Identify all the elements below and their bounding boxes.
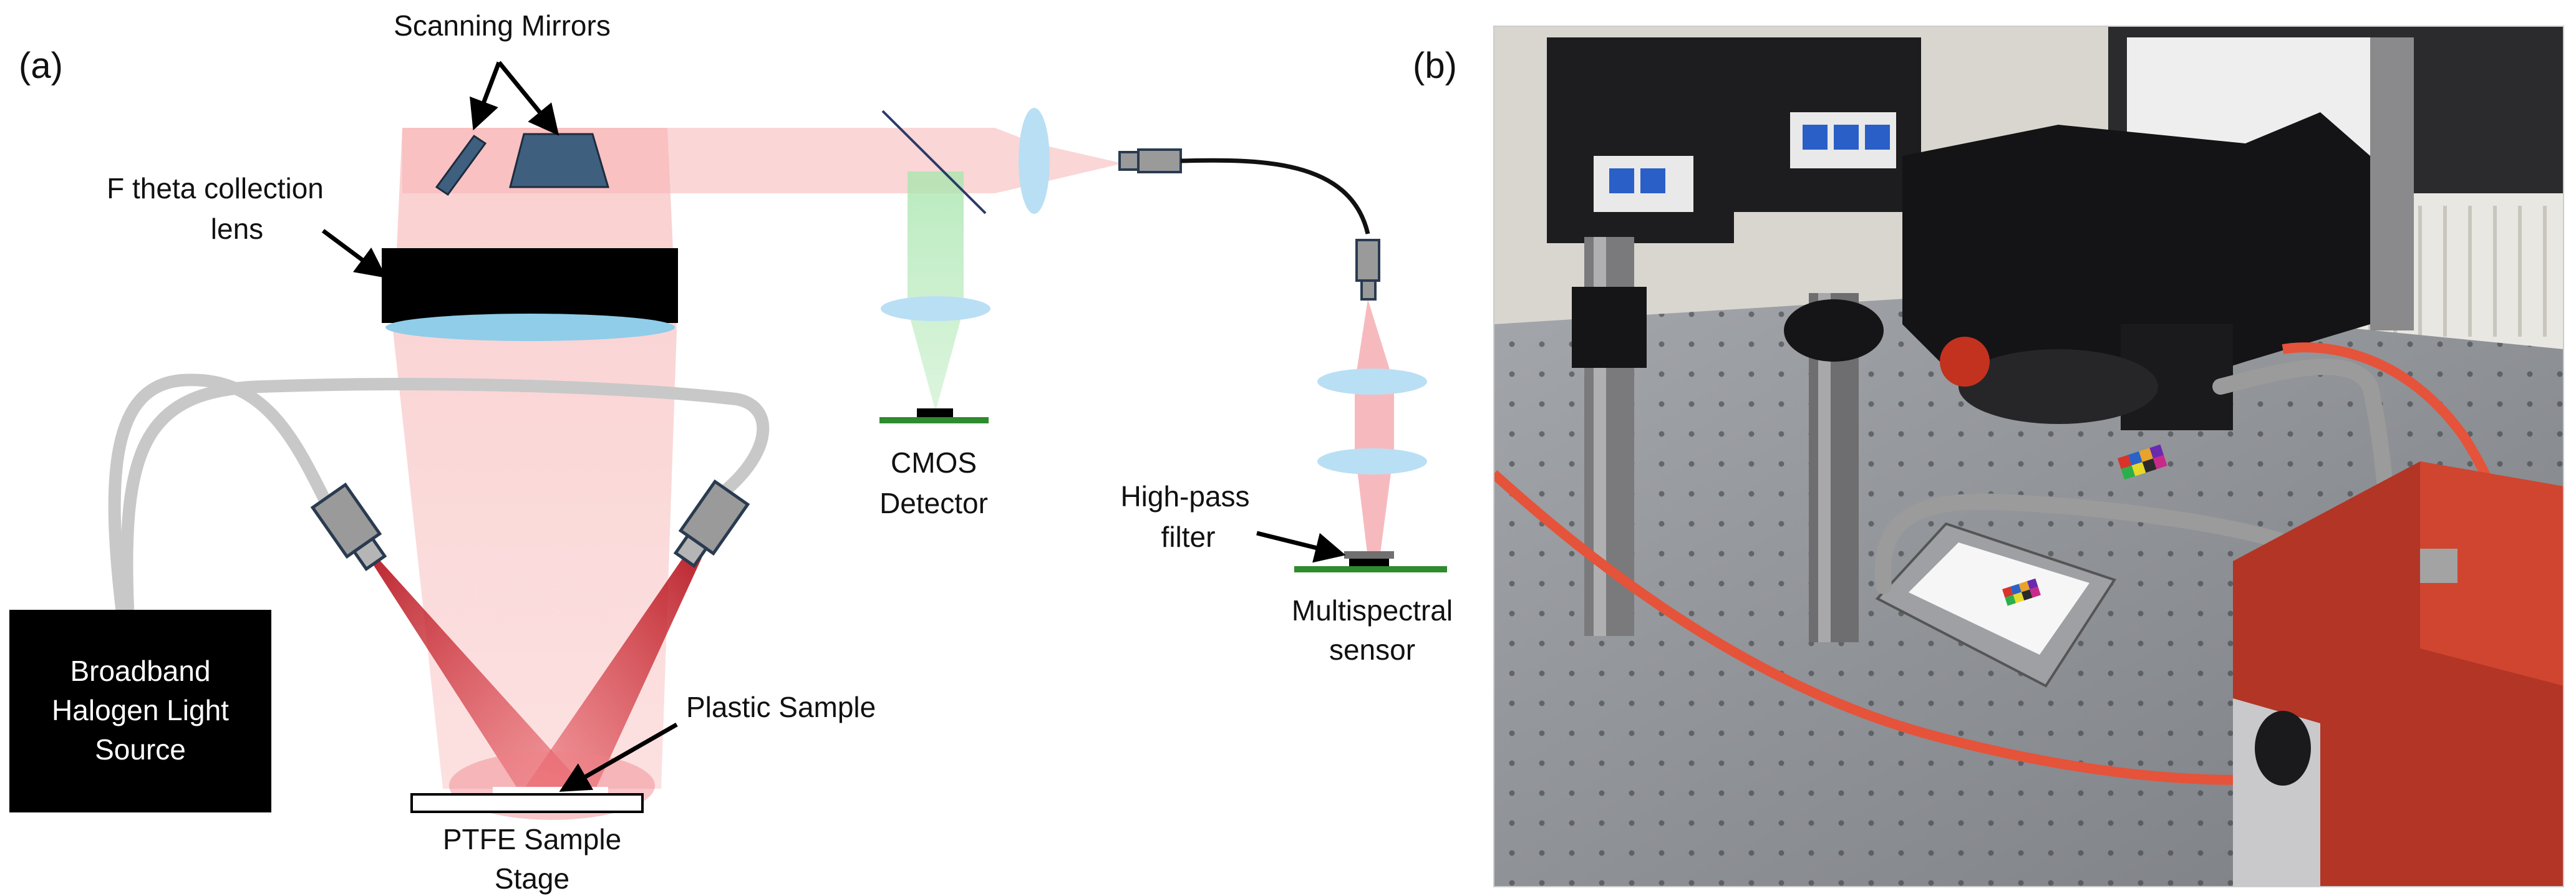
panel-a-label: (a)	[19, 46, 63, 86]
focus-lens-horizontal	[1019, 108, 1050, 214]
cmos-lens	[881, 296, 990, 321]
fiber-coupler-1	[1118, 151, 1140, 171]
color-target-1	[2002, 578, 2041, 606]
green-beam	[908, 171, 964, 412]
illumination-cone-right	[524, 549, 702, 789]
f-theta-label-2: lens	[211, 213, 263, 245]
illumination-cone-left	[365, 552, 586, 789]
light-source-label-3: Source	[95, 733, 186, 766]
cmos-board	[879, 417, 989, 423]
cmos-chip	[917, 408, 953, 417]
optical-fiber	[1180, 158, 1370, 234]
fiber-head-left	[310, 482, 387, 571]
scanning-mirror-2	[509, 133, 610, 188]
f-theta-arrow	[321, 229, 387, 278]
fiber-coupler-3	[1355, 239, 1380, 282]
plastic-sample-arrow	[559, 722, 678, 792]
multispectral-chip	[1349, 559, 1389, 566]
high-pass-label-1: High-pass	[1120, 480, 1249, 513]
post-3	[2370, 37, 2414, 330]
light-source-box	[9, 610, 271, 812]
beam-splitter	[881, 110, 987, 214]
fiber-bundle-left	[108, 373, 331, 614]
panel-b: (b)	[1413, 26, 2564, 887]
mirror-arrow-2	[497, 60, 559, 136]
ptfe-label-2: Stage	[495, 862, 569, 895]
fiber-coupler-2	[1137, 148, 1182, 173]
color-target-2	[2118, 444, 2167, 480]
photo-border	[1493, 26, 2564, 887]
scanning-mirror-1	[435, 134, 487, 196]
driver-board-1	[1547, 37, 1734, 243]
f-theta-lens-glass	[385, 314, 675, 341]
fiber-bundle-right	[120, 378, 770, 614]
scanning-mirrors-label: Scanning Mirrors	[394, 9, 611, 42]
cmos-label-2: Detector	[879, 487, 988, 519]
fiber-coupler-4	[1360, 279, 1377, 301]
f-theta-label-1: F theta collection	[107, 172, 324, 205]
high-pass-label-2: filter	[1161, 521, 1216, 553]
f-theta-lens-body	[382, 248, 678, 323]
light-source-label-2: Halogen Light	[52, 694, 229, 726]
cmos-label-1: CMOS	[891, 446, 977, 479]
high-pass-arrow	[1256, 531, 1346, 563]
sensor-beam	[1355, 299, 1394, 558]
multispectral-label-2: sensor	[1329, 633, 1415, 666]
sensor-lens-2	[1317, 448, 1427, 474]
gooseneck-left	[1874, 493, 2310, 594]
ptfe-stage	[410, 793, 644, 813]
panel-b-label: (b)	[1413, 46, 1457, 86]
scan-head	[1902, 112, 2370, 405]
high-pass-filter	[1344, 551, 1394, 559]
panel-a: (a) Broadband Halogen Light Source	[9, 9, 1453, 895]
lab-photo	[1494, 26, 2564, 887]
light-source-label-1: Broadband	[70, 655, 210, 687]
fiber-head-right	[673, 479, 750, 568]
multispectral-board	[1294, 566, 1447, 572]
sensor-lens-1	[1317, 369, 1427, 395]
ptfe-label-1: PTFE Sample	[443, 823, 621, 855]
sample-plate	[1909, 542, 2089, 655]
plastic-sample-label: Plastic Sample	[686, 691, 876, 723]
multispectral-label-1: Multispectral	[1292, 594, 1453, 627]
mirror-arrow-1	[470, 61, 501, 131]
